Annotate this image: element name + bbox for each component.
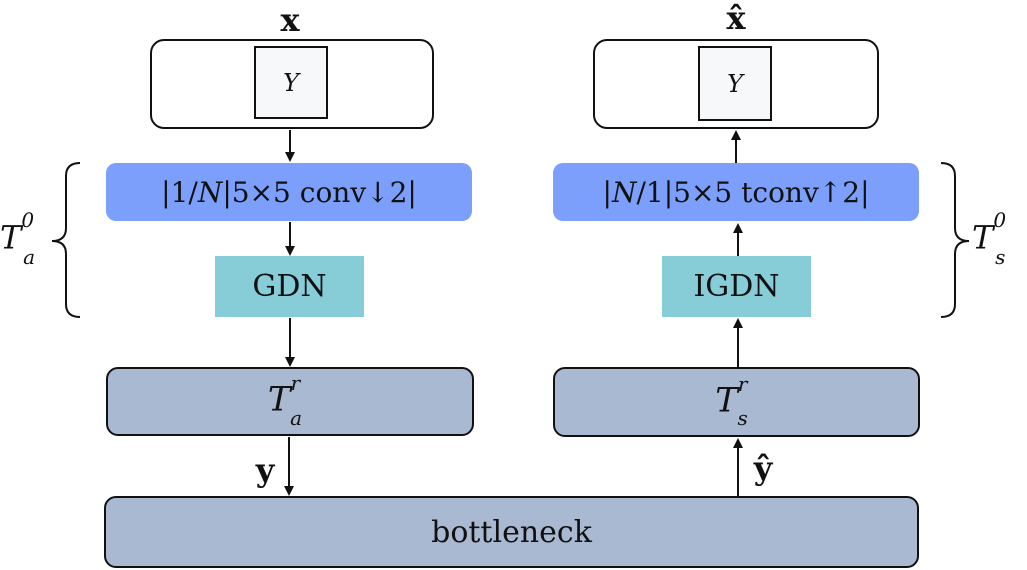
conv-mid-bar: | xyxy=(222,175,232,209)
tconv-left-bar: | xyxy=(602,175,612,209)
conv-ratio-den: N xyxy=(197,175,223,209)
gdn-block: GDN xyxy=(215,256,364,317)
conv-ratio-num: 1 xyxy=(170,175,189,209)
decoder-transform-box: Y xyxy=(698,46,772,121)
gdn-label: GDN xyxy=(252,269,327,304)
decoder-t-label: Trs xyxy=(715,371,748,431)
conv-left-bar: | xyxy=(161,175,171,209)
conv-right-bar: | xyxy=(407,175,417,209)
tconv-ratio-num: N xyxy=(611,175,637,209)
output-x-hat-label: x̂ xyxy=(726,0,746,37)
bottleneck-label: bottleneck xyxy=(431,514,592,550)
decoder-t-box: Trs xyxy=(553,367,920,437)
decoder-tconv-block: |N/1|5×5 tconv↑2| xyxy=(553,163,919,221)
decoder-transform-label: Y xyxy=(727,69,743,98)
encoder-transform-label: Y xyxy=(283,68,299,97)
right-brace xyxy=(940,162,970,318)
encoder-t-label: Tra xyxy=(267,371,303,430)
conv-kernel: 5×5 conv↓2 xyxy=(231,175,408,209)
conv-ratio-slash: / xyxy=(188,175,198,209)
input-x-label: x xyxy=(280,1,300,39)
input-y-hat-label: ŷ xyxy=(753,449,773,487)
encoder-transform-box: Y xyxy=(254,46,328,119)
tconv-right-bar: | xyxy=(860,175,870,209)
decoder-brace-label: T0s xyxy=(972,208,1007,270)
bottleneck-box: bottleneck xyxy=(104,496,919,568)
left-brace xyxy=(51,162,81,318)
igdn-block: IGDN xyxy=(662,256,811,317)
encoder-conv-block: |1/N|5×5 conv↓2| xyxy=(106,163,472,221)
tconv-ratio-den: 1 xyxy=(645,175,664,209)
encoder-t-box: Tra xyxy=(106,367,474,436)
igdn-label: IGDN xyxy=(693,269,780,304)
tconv-mid-bar: | xyxy=(663,175,674,209)
tconv-ratio-slash: / xyxy=(636,175,646,209)
encoder-brace-label: T0a xyxy=(0,208,36,270)
tconv-kernel: 5×5 tconv↑2 xyxy=(673,175,861,209)
output-y-label: y xyxy=(255,451,275,489)
